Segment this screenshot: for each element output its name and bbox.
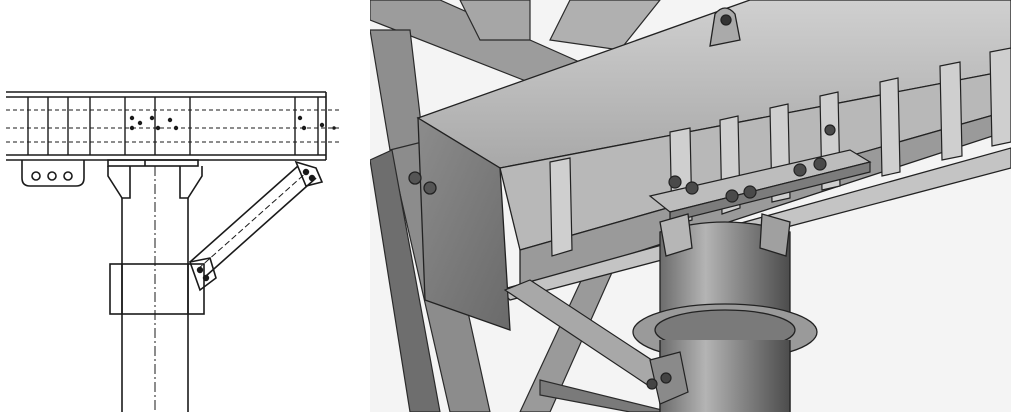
- beam-stiffeners-3d: [549, 47, 1011, 257]
- beam-outline: [6, 91, 327, 161]
- column: [121, 166, 189, 412]
- diagonal-brace-3d: [503, 279, 689, 405]
- bearing-plate-3d: [648, 124, 872, 223]
- lug-bracket: [21, 160, 85, 187]
- column-gussets: [107, 166, 203, 199]
- bearing-plate: [107, 159, 199, 167]
- isometric-render: [370, 0, 1011, 412]
- diagonal-brace: [188, 160, 324, 292]
- elevation-drawing: [6, 91, 340, 412]
- column-3d: [632, 213, 818, 412]
- beam-hidden-lines: [6, 109, 340, 143]
- bolt-marks: [129, 115, 336, 131]
- isometric-render-panel: [370, 0, 1011, 412]
- elevation-drawing-panel: [0, 0, 360, 412]
- column-collar: [109, 263, 205, 315]
- beam-stiffeners: [27, 97, 319, 155]
